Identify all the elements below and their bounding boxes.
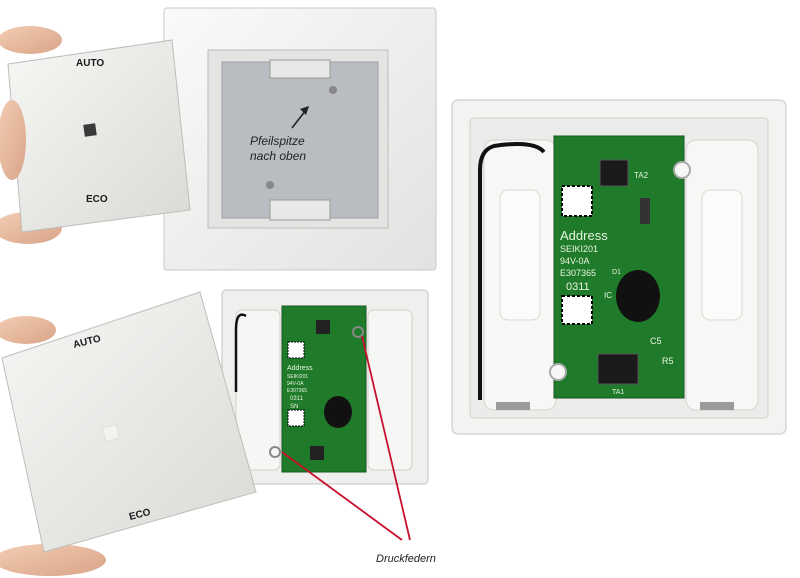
battery-slot-right [367,309,413,471]
plate-clip-top [269,59,331,79]
bottom-left-scene: Address SEIKI201 94V-0A E307365 0311 SN … [0,289,436,576]
qr-code [561,295,593,325]
pcb-date: 0311 [290,396,304,402]
pcb-rating: 94V-0A [287,381,304,387]
cover-plate [1,291,257,553]
tact-switch-ta1 [597,353,639,385]
finger [0,316,56,344]
pcb-code: E307365 [287,388,307,394]
arrow-head-icon [300,106,309,115]
cover-label-auto: AUTO [76,58,104,69]
annotation-line1: Pfeilspitze [250,134,305,148]
ic-blob [324,396,352,428]
pcb-address: Address [560,228,608,243]
battery-tab [499,189,541,321]
pcb-mfr: SEIKI201 [287,374,308,380]
qr-code [561,185,593,217]
label-ic: IC [604,291,612,300]
cover-label-eco: ECO [128,507,152,523]
qr-code [287,341,305,359]
spring-contact [352,326,364,338]
plate-screw-hole [266,181,274,189]
antenna-wire [234,313,247,392]
antenna-wire [478,142,546,400]
tact-switch [316,320,330,334]
finger [0,26,62,54]
pcb-address: Address [287,365,313,372]
tact-switch [310,446,324,460]
finger [0,544,106,576]
chip [640,198,650,224]
top-left-scene: Pfeilspitze nach oben AUTO ECO [0,7,437,271]
battery-contact [496,402,530,410]
spring-contact [673,161,691,179]
callout-line [281,451,403,541]
callout-line [361,335,411,541]
plate-screw-hole [329,86,337,94]
cover-label-eco: ECO [86,194,108,205]
led-window [101,423,121,443]
ic-blob [616,270,660,322]
spring-contact [549,363,567,381]
label-d1: D1 [612,269,621,276]
label-ta1: TA1 [612,389,624,396]
right-scene: TA2 Address SEIKI201 94V-0A E307365 0311… [451,99,787,435]
callout-label: Druckfedern [376,553,436,565]
plate-clip-bottom [269,199,331,221]
tact-switch-ta2 [599,159,629,187]
label-r5: R5 [662,356,674,366]
pcb-code: E307365 [560,268,596,278]
arrow-annotation [291,109,307,129]
label-c5: C5 [650,336,662,346]
annotation-line2: nach oben [250,149,306,163]
pcb-mfr: SEIKI201 [560,244,598,254]
spring-contact [269,446,281,458]
thumb [0,100,26,180]
pcb-sn: SN [290,404,298,410]
label-ta2: TA2 [634,171,649,180]
battery-tab [701,189,743,321]
qr-code [287,409,305,427]
battery-contact [700,402,734,410]
led-window [83,123,97,137]
pcb-rating: 94V-0A [560,256,590,266]
pcb-date: 0311 [566,281,590,293]
